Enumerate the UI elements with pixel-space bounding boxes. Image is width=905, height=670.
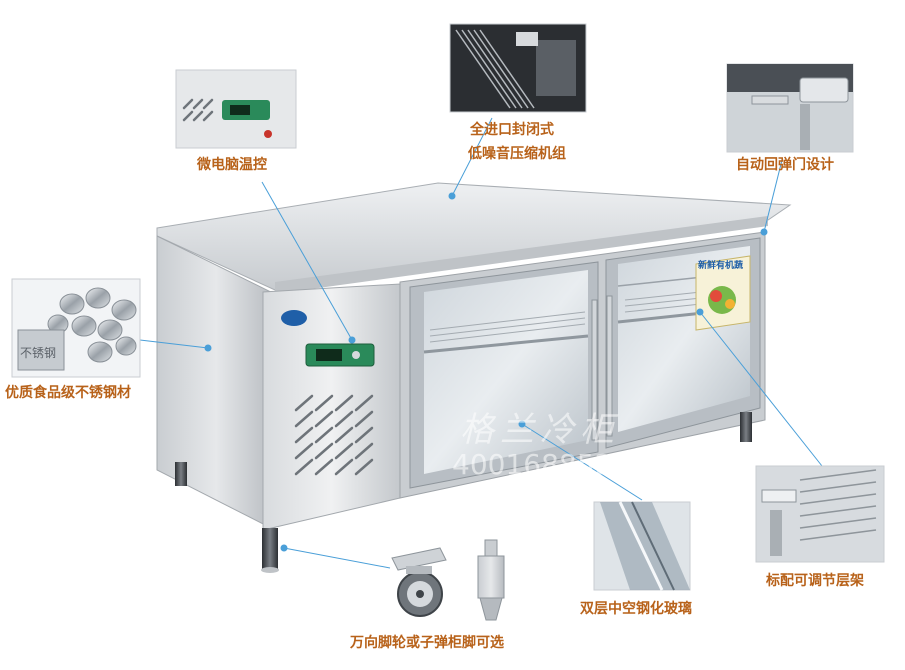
thermostat-thumbnail: [175, 69, 297, 149]
watermark-brand: 格兰冷柜: [460, 410, 620, 450]
caster-wheel-image: [391, 547, 447, 617]
label-steel: 优质食品级不锈钢材: [5, 385, 131, 401]
brand-badge: [281, 310, 307, 326]
watermark-phone: 4001688522: [452, 448, 631, 481]
leader-lines: [139, 117, 823, 569]
label-glass: 双层中空钢化玻璃: [580, 601, 692, 617]
label-casters: 万向脚轮或子弹柜脚可选: [350, 635, 504, 651]
compressor-thumbnail: [449, 23, 587, 113]
steel-thumb-text: 不锈钢: [20, 346, 57, 360]
vent-grille: [294, 394, 374, 476]
adjustable-shelf-thumbnail: [755, 465, 885, 563]
glass-thumbnail: [593, 501, 691, 591]
refrigerator: [156, 182, 792, 573]
label-compressor-line1: 全进口封闭式: [470, 122, 554, 138]
bullet-leg-image: [477, 539, 505, 621]
label-door: 自动回弹门设计: [736, 157, 834, 173]
label-shelf: 标配可调节层架: [766, 573, 864, 589]
poster-title: 新鲜有机蔬: [698, 261, 744, 271]
steel-rods-thumbnail: [11, 278, 141, 378]
label-compressor-line2: 低噪音压缩机组: [468, 146, 566, 162]
door-hinge-thumbnail: [726, 63, 854, 153]
label-thermostat: 微电脑温控: [197, 157, 267, 173]
